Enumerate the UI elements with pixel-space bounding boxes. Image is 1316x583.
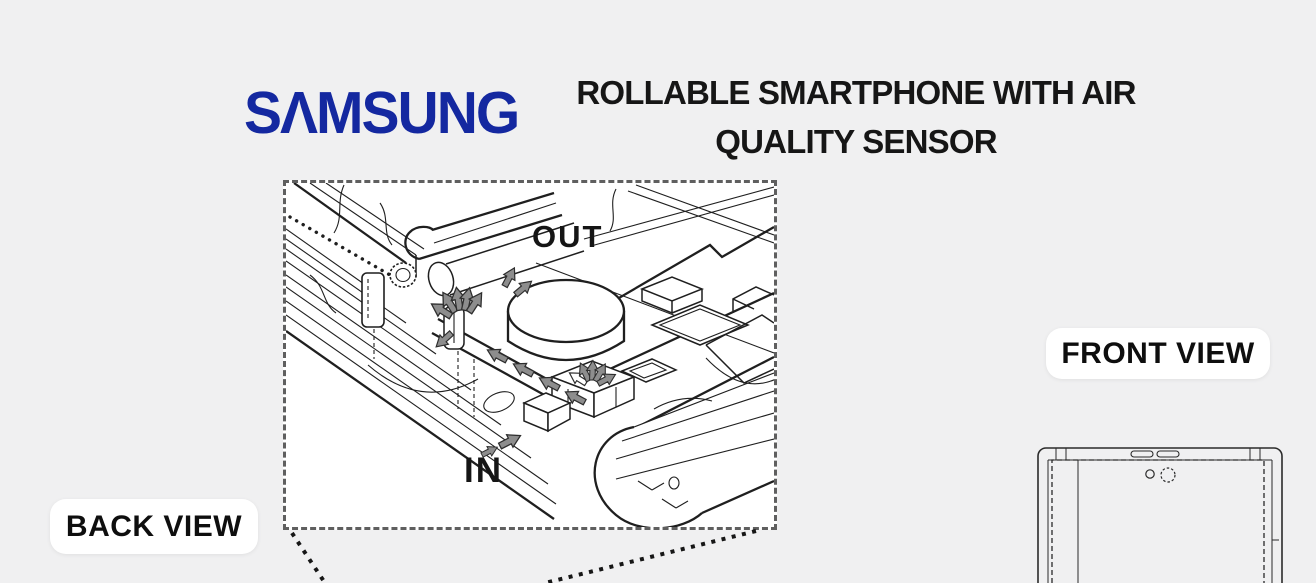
callout-dotted-lines bbox=[290, 529, 757, 583]
pinion-gear bbox=[389, 262, 417, 288]
fan-cylinder bbox=[506, 278, 626, 362]
airflow-in-label: IN bbox=[464, 451, 503, 490]
guide-post bbox=[361, 272, 385, 359]
back-view-badge: BACK VIEW bbox=[50, 499, 258, 554]
rolled-edge bbox=[593, 371, 774, 527]
front-camera-cutouts bbox=[1145, 467, 1176, 483]
display-roller bbox=[427, 222, 585, 297]
top-rail bbox=[404, 191, 563, 261]
pcb-components bbox=[639, 276, 774, 385]
front-view-phone-drawing bbox=[1037, 447, 1283, 583]
patent-cutaway-drawing bbox=[286, 183, 774, 527]
samsung-logo: SΛMSUNG bbox=[244, 79, 520, 147]
patent-figure-box: OUT IN bbox=[283, 180, 777, 530]
page-title: ROLLABLE SMARTPHONE WITH AIR QUALITY SEN… bbox=[576, 68, 1136, 166]
phone-screen-boundary bbox=[1051, 459, 1265, 583]
page-title-line1: ROLLABLE SMARTPHONE WITH AIR bbox=[576, 74, 1136, 111]
rolled-display-band bbox=[286, 228, 557, 520]
airflow-out-label: OUT bbox=[532, 219, 604, 254]
page-title-line2: QUALITY SENSOR bbox=[715, 123, 997, 160]
front-view-badge: FRONT VIEW bbox=[1046, 328, 1270, 379]
phone-outline bbox=[1037, 447, 1283, 583]
drive-chain bbox=[288, 215, 392, 277]
